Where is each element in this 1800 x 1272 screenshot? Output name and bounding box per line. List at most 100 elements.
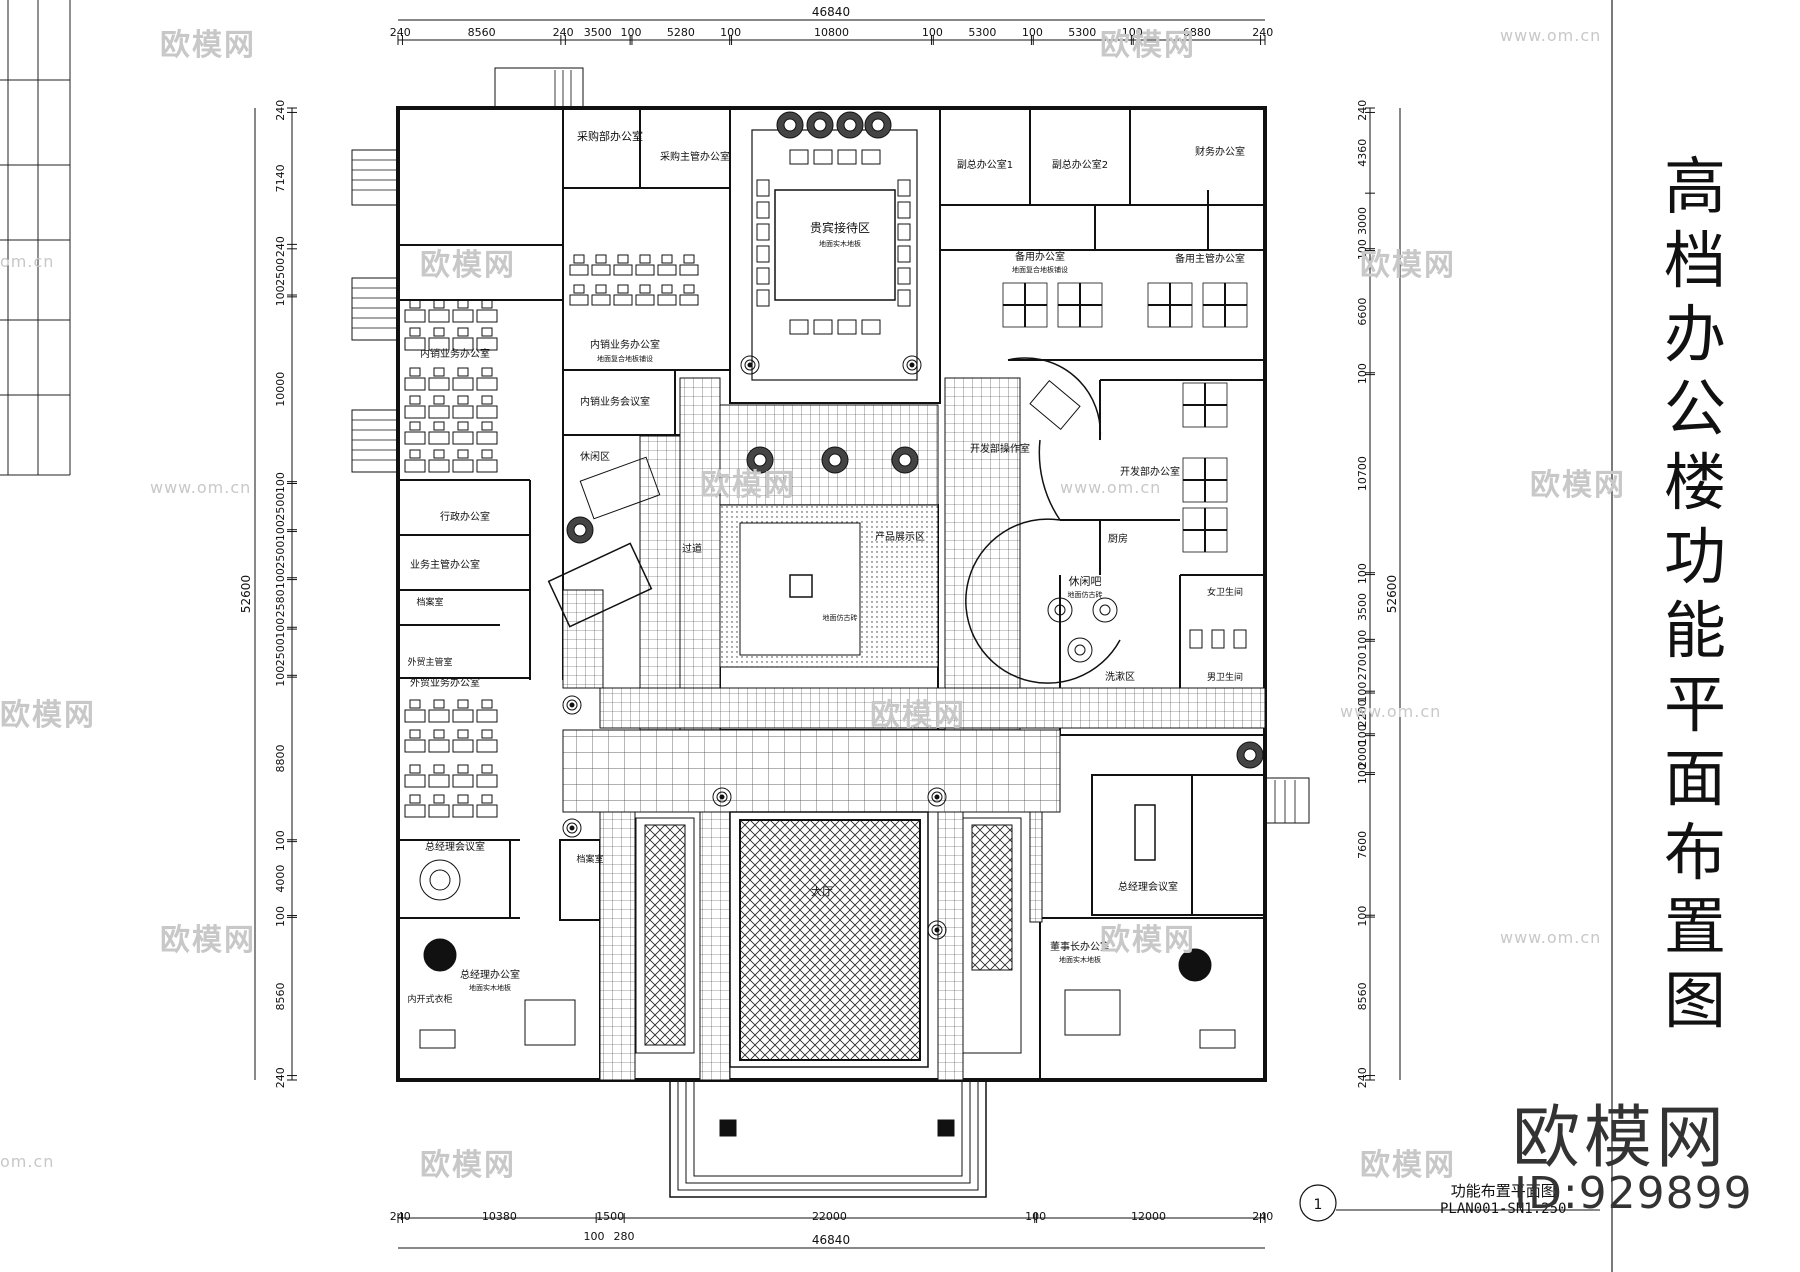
chair <box>409 327 421 337</box>
chair <box>433 794 445 804</box>
furniture-layout <box>404 149 1248 1049</box>
dimension-value: 240 <box>390 1210 411 1223</box>
spiral-ornament <box>931 791 943 803</box>
dimension-value: 10700 <box>1356 456 1369 491</box>
title-char: 布 <box>1663 816 1726 889</box>
spiral-ornament <box>562 695 582 715</box>
desk <box>452 431 474 445</box>
dimension-value: 100 <box>720 26 741 39</box>
desk <box>428 431 450 445</box>
watermark-small: 欧模网 <box>1360 1148 1456 1183</box>
dimension-value: 240 <box>274 1067 287 1088</box>
room-label: 备用办公室 <box>1015 250 1065 263</box>
desk <box>476 337 498 351</box>
desk <box>404 709 426 723</box>
round-table <box>1054 604 1066 616</box>
title-char: 公 <box>1663 372 1726 445</box>
spiral-ornament <box>562 818 582 838</box>
dimension-value: 4000 <box>274 865 287 893</box>
armchair <box>861 149 881 165</box>
dimension-value: 2000 <box>1356 740 1369 768</box>
desk <box>428 804 450 818</box>
room-label: 财务办公室 <box>1195 145 1245 158</box>
chair <box>457 327 469 337</box>
planter-center <box>871 118 885 132</box>
dimension-value: 240 <box>1356 100 1369 121</box>
spiral-ornament <box>740 355 760 375</box>
chair <box>457 729 469 739</box>
watermark-url: www.om.cn <box>1340 702 1442 721</box>
floor-note: 地面复合地板铺设 <box>1012 265 1068 274</box>
armchair <box>756 179 770 197</box>
dimension-value: 22000 <box>812 1210 847 1223</box>
dimension-value: 5300 <box>968 26 996 39</box>
planter-center <box>783 118 797 132</box>
workstation <box>1183 383 1227 427</box>
title-char: 高 <box>1663 150 1726 223</box>
dimension-value: 8560 <box>274 982 287 1010</box>
spiral-ornament <box>934 927 940 933</box>
desk <box>428 377 450 391</box>
desk <box>404 774 426 788</box>
planter-center <box>573 523 587 537</box>
desk <box>476 774 498 788</box>
chair <box>573 254 585 264</box>
dimension-value: 240 <box>274 236 287 257</box>
desk <box>635 294 655 306</box>
chair <box>409 299 421 309</box>
spiral-ornament <box>927 920 947 940</box>
chair <box>409 421 421 431</box>
desk <box>591 264 611 276</box>
room-label: 女卫生间 <box>1207 586 1243 598</box>
dimension-value: 100 <box>1356 763 1369 784</box>
workstation <box>1203 283 1247 327</box>
watermark-small: 欧模网 <box>1100 923 1196 958</box>
room-label: 备用主管办公室 <box>1175 252 1245 265</box>
dimension-value: 1500 <box>596 1210 624 1223</box>
dimension-value: 240 <box>274 100 287 121</box>
armchair <box>789 149 809 165</box>
chair <box>481 729 493 739</box>
round-table <box>419 859 461 901</box>
sheet-number-marker: 1 <box>1299 1184 1600 1222</box>
dimension-value: 5280 <box>667 26 695 39</box>
dimension-value: 100 <box>274 830 287 851</box>
desk <box>452 739 474 753</box>
spiral-ornament <box>906 359 918 371</box>
chair <box>409 699 421 709</box>
dimension-value: 10380 <box>482 1210 517 1223</box>
room-label: 行政办公室 <box>440 510 490 523</box>
spiral-ornament <box>716 791 728 803</box>
dimension-value: 2500 <box>274 493 287 521</box>
chair <box>457 367 469 377</box>
chair <box>433 729 445 739</box>
dimension-value: 100 <box>274 906 287 927</box>
chair <box>409 729 421 739</box>
armchair <box>813 149 833 165</box>
dimension-value: 3500 <box>1356 593 1369 621</box>
spiral-ornament <box>566 822 578 834</box>
dimension-value: 3000 <box>1356 207 1369 235</box>
dimension-value: 100 <box>274 472 287 493</box>
desk <box>452 459 474 473</box>
dimension-value: 100 <box>1356 906 1369 927</box>
chair <box>433 699 445 709</box>
room-label: 业务主管办公室 <box>410 558 480 571</box>
watermark-id: ID:929899 <box>1514 1168 1753 1219</box>
caption-chinese: 功能布置平面图 <box>1450 1182 1556 1200</box>
chair <box>433 367 445 377</box>
desk <box>476 804 498 818</box>
watermark-brand: 欧模网 <box>1512 1099 1729 1178</box>
desk <box>452 774 474 788</box>
armchair <box>756 267 770 285</box>
chair <box>639 284 651 294</box>
dimension-value: 240 <box>1252 26 1273 39</box>
planter-center <box>813 118 827 132</box>
desk <box>613 264 633 276</box>
room-label: 开发部办公室 <box>1120 465 1180 478</box>
dimension-value: 100 <box>1356 563 1369 584</box>
desk <box>452 804 474 818</box>
round-table <box>1092 597 1118 623</box>
room-label: 休闲区 <box>580 450 610 463</box>
desk <box>428 774 450 788</box>
